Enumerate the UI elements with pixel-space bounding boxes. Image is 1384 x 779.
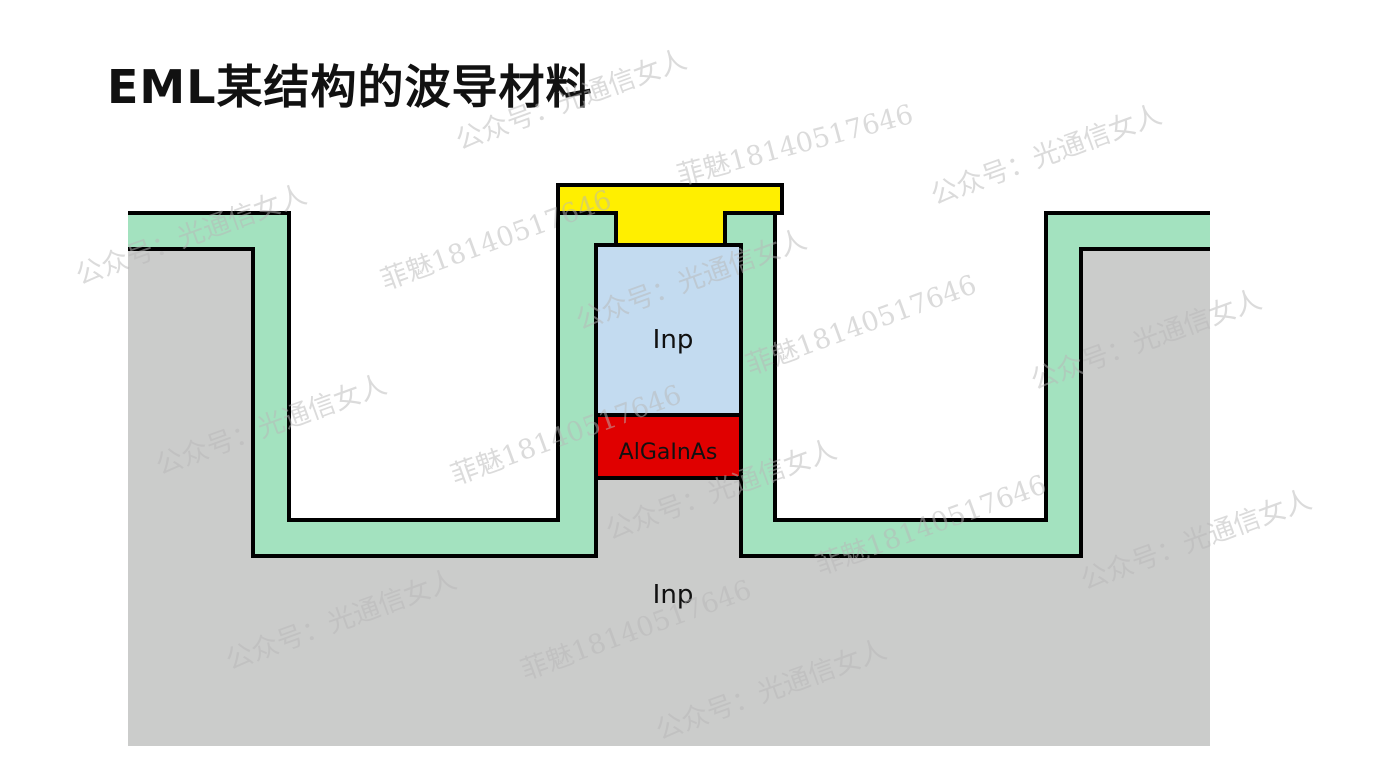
upper-cladding-label: Inp (653, 325, 694, 355)
substrate-region (128, 249, 1210, 746)
watermark-text: 菲魅18140517646 (742, 269, 981, 381)
watermark-text: 公众号：光通信女人 (927, 99, 1166, 211)
watermark-text: 公众号：光通信女人 (452, 44, 691, 156)
watermark-text: 菲魅18140517646 (674, 99, 917, 192)
substrate-label: Inp (653, 580, 694, 610)
slide-title: EML某结构的波导材料 (107, 60, 593, 114)
active-layer-label: AlGaInAs (619, 440, 718, 465)
active-layer (594, 413, 743, 480)
contact-metal (556, 183, 784, 247)
